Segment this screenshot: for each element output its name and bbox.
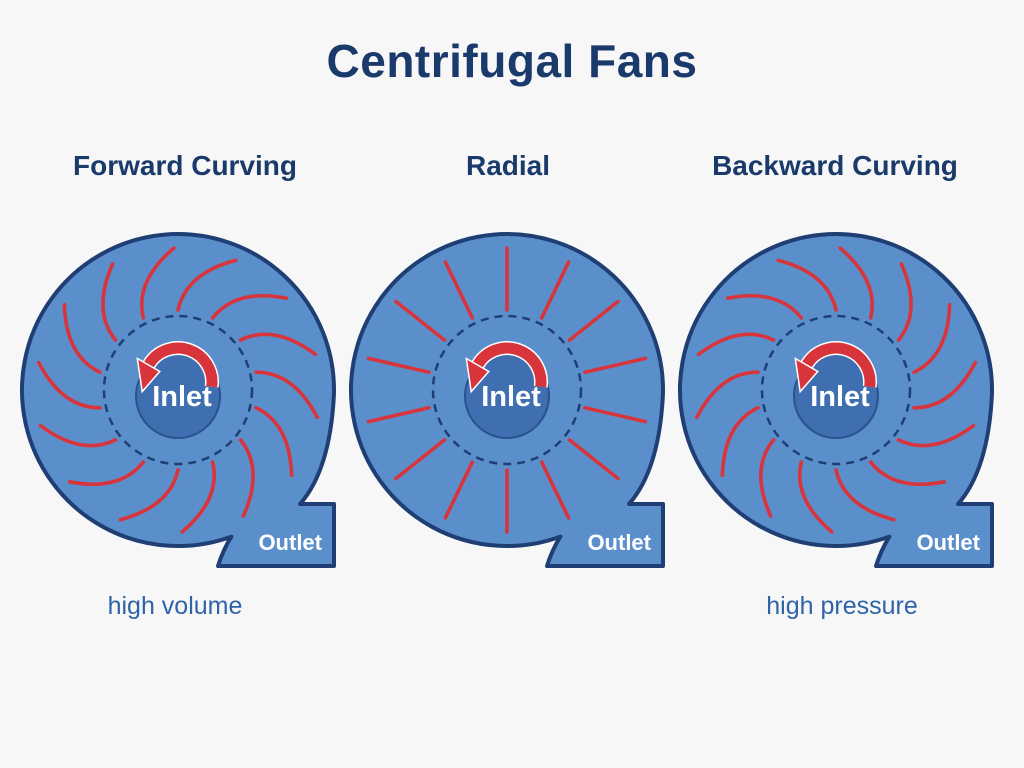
fan-blade xyxy=(583,406,648,424)
fan-blade xyxy=(67,460,146,486)
fan-blade xyxy=(539,460,571,520)
fan-blade xyxy=(694,370,760,420)
inlet-label: Inlet xyxy=(152,381,212,413)
fan-blade xyxy=(725,294,804,320)
rotation-arrowhead-icon xyxy=(136,357,161,394)
fan-blade xyxy=(896,423,976,448)
rotation-arrowhead-icon xyxy=(465,357,490,394)
rotation-arrow-icon xyxy=(801,342,876,388)
fan-blade xyxy=(118,468,180,522)
fan-blade xyxy=(583,356,648,374)
fan-blade xyxy=(896,262,913,342)
fan-blade xyxy=(912,303,952,374)
fan-blade xyxy=(176,258,238,312)
outlet-label: Outlet xyxy=(258,530,322,555)
fan-blade xyxy=(443,460,475,520)
rotation-arrow-icon xyxy=(472,342,547,388)
fan-blade xyxy=(238,332,318,357)
outlet-label: Outlet xyxy=(916,530,980,555)
fan-title-forward: Forward Curving xyxy=(72,150,297,181)
fan-blade xyxy=(759,438,776,518)
fan-blade xyxy=(139,246,176,320)
fan-blade xyxy=(567,299,620,342)
impeller-ring xyxy=(102,314,254,466)
inlet-label: Inlet xyxy=(810,381,870,413)
fan-blade xyxy=(868,460,947,486)
impeller-ring xyxy=(431,314,583,466)
fan-blade xyxy=(394,438,447,481)
fan-blade xyxy=(720,406,760,477)
fan-blade xyxy=(776,258,838,312)
fan-blade xyxy=(696,332,776,357)
fan-blade xyxy=(254,370,320,420)
fan-blade xyxy=(443,260,475,320)
rotation-arrow-icon xyxy=(143,342,218,388)
inlet-label: Inlet xyxy=(481,381,541,413)
fan-blade xyxy=(539,260,571,320)
fan-blade xyxy=(38,423,118,448)
fan-blade xyxy=(254,406,294,477)
fan-blade xyxy=(394,299,447,342)
fan-title-radial: Radial xyxy=(465,150,551,181)
fan-blade xyxy=(210,294,289,320)
fan-blade xyxy=(834,468,896,522)
fan-title-backward: Backward Curving xyxy=(712,150,958,181)
fan-blade xyxy=(238,438,255,518)
fan-blade xyxy=(567,438,620,481)
outlet-label: Outlet xyxy=(587,530,651,555)
fan-blade xyxy=(366,356,431,374)
fan-blade xyxy=(797,460,834,534)
fan-blade xyxy=(180,460,217,534)
impeller-ring xyxy=(760,314,912,466)
fan-blade xyxy=(36,360,102,410)
fan-note-forward: high volume xyxy=(107,592,243,620)
rotation-arrowhead-icon xyxy=(794,357,819,394)
fan-blade xyxy=(62,303,102,374)
fan-note-backward: high pressure xyxy=(766,592,918,620)
fan-blade xyxy=(366,406,431,424)
fan-blade xyxy=(912,360,978,410)
fan-blade xyxy=(101,262,118,342)
page-title: Centrifugal Fans xyxy=(326,35,698,87)
fan-blade xyxy=(838,246,875,320)
